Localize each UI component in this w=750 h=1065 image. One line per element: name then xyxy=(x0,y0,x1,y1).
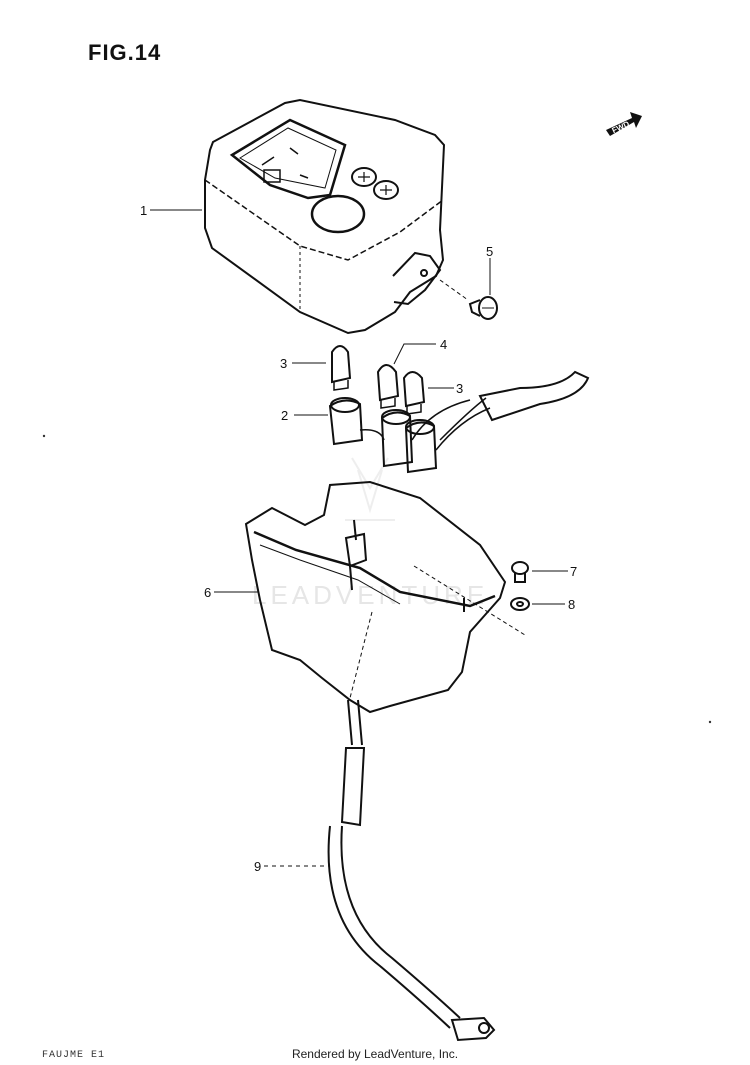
callout-4: 4 xyxy=(440,337,447,352)
speedometer-cable xyxy=(327,699,496,1042)
callout-3-right: 3 xyxy=(456,381,463,396)
meter-case-upper xyxy=(204,98,446,335)
fwd-arrow-badge: FWD xyxy=(606,112,642,136)
callout-2: 2 xyxy=(281,408,288,423)
bulb-sockets-harness xyxy=(328,370,590,474)
callout-8: 8 xyxy=(568,597,575,612)
bulbs xyxy=(331,345,426,415)
callout-1: 1 xyxy=(140,203,147,218)
watermark: LEADVENTURE xyxy=(252,580,488,610)
scan-speck xyxy=(42,434,46,438)
svg-text:FWD: FWD xyxy=(611,119,632,135)
callout-9: 9 xyxy=(254,859,261,874)
figure-title: FIG.14 xyxy=(88,40,162,65)
scan-speck xyxy=(708,720,712,724)
callout-5: 5 xyxy=(486,244,493,259)
render-credit: Rendered by LeadVenture, Inc. xyxy=(291,1047,459,1061)
screw-part-5 xyxy=(439,279,498,320)
callout-7: 7 xyxy=(570,564,577,579)
callout-6: 6 xyxy=(204,585,211,600)
watermark-logo xyxy=(345,457,395,521)
callout-labels: 1 2 3 3 4 5 6 7 8 9 xyxy=(140,203,577,874)
screw-and-washer xyxy=(510,561,530,611)
leader-lines xyxy=(150,209,568,867)
figure-code: FAUJME E1 xyxy=(42,1050,106,1061)
callout-3-left: 3 xyxy=(280,356,287,371)
meter-case-lower xyxy=(244,480,526,714)
